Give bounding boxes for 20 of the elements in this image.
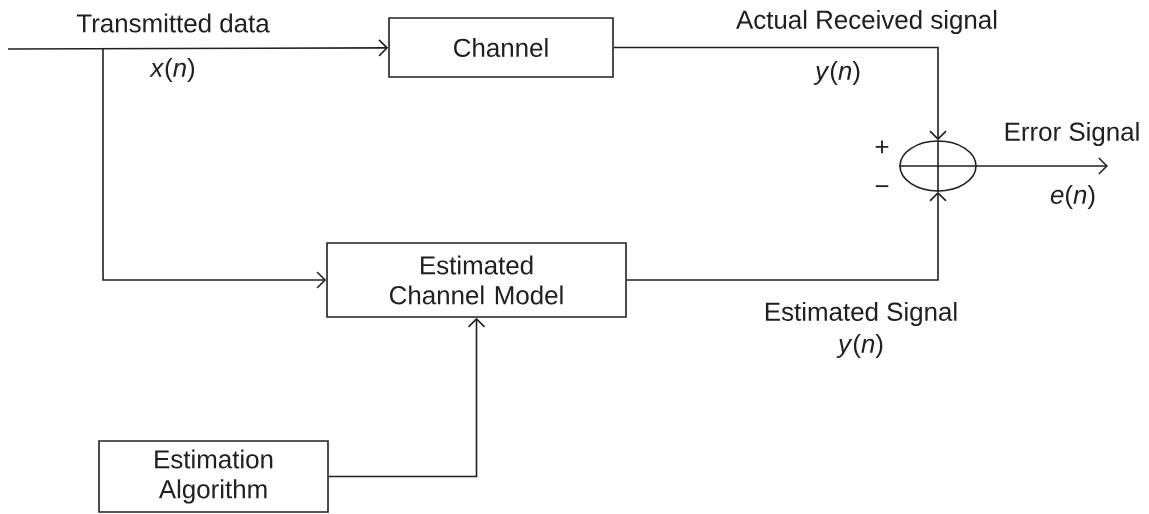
signal-label: y(n) (836, 333, 883, 359)
signal-label: Transmitted data (76, 13, 270, 33)
arrow (328, 317, 486, 478)
edge-label: Error Signal (1005, 121, 1139, 147)
arrow (626, 191, 947, 281)
process-box: Estimation Algorithm (98, 440, 329, 513)
sign-label: + (875, 140, 889, 154)
process-box: Estimated Channel Model (326, 242, 627, 318)
signal-label: Actual Received signal (736, 9, 997, 35)
process-box: Channel (388, 17, 614, 78)
signal-label: Estimated Signal (765, 301, 957, 327)
sign-label: − (875, 185, 889, 188)
arrow (613, 46, 947, 141)
arrow (7, 39, 389, 57)
arrow (102, 48, 327, 289)
signal-label: x(n) (149, 57, 195, 83)
signal-label: e(n) (1050, 184, 1095, 210)
summing-junction (898, 139, 978, 193)
signal-label: y(n) (813, 60, 860, 86)
arrow (976, 157, 1108, 175)
